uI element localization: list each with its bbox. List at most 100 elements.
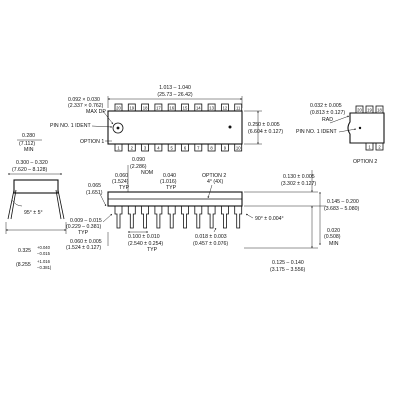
side-d10-in: 0.018 ± 0.003 — [195, 234, 227, 240]
side-d3-in: 0.090 — [132, 157, 145, 163]
pin-number: 18 — [143, 106, 148, 111]
side-lead — [221, 206, 229, 229]
rad-dim-in: 0.032 ± 0.005 — [310, 103, 342, 109]
pin-number: 4 — [157, 146, 160, 151]
pin-number: 19 — [129, 106, 134, 111]
pin1-ident-label: PIN NO. 1 IDENT — [50, 123, 91, 129]
pin-number: 1 — [368, 145, 371, 150]
end-lead-mm-plus: +1.016 — [37, 259, 51, 264]
side-d2-mm: (1.524) — [112, 179, 129, 185]
pin-number: 11 — [236, 106, 241, 111]
rad-label: RAD — [322, 117, 333, 123]
side-d4-typ: TYP — [166, 185, 177, 191]
end-lead-mm: (8.255 — [16, 262, 31, 268]
side-d5-in: 0.130 ± 0.005 — [283, 174, 315, 180]
pin-number: 8 — [210, 146, 213, 151]
pin-tab — [365, 142, 374, 151]
side-d9-typ: TYP — [147, 247, 158, 253]
end-span-mm: (7.620 – 8.128) — [12, 167, 47, 173]
end-lead-in: 0.325 — [18, 248, 31, 254]
pin-tab — [167, 143, 176, 152]
side-lead — [141, 206, 149, 229]
pin-tab — [234, 143, 243, 152]
side-lead — [194, 206, 203, 229]
pin-number: 1 — [117, 146, 120, 151]
pin-number: 13 — [209, 106, 214, 111]
side-d5-mm: (3.302 ± 0.127) — [281, 181, 316, 187]
end-body — [13, 179, 59, 194]
side-lead — [167, 206, 176, 229]
pin-number: 10 — [236, 146, 241, 151]
pin-number: 7 — [197, 146, 200, 151]
length-dim-mm: (25.73 – 26.42) — [157, 92, 192, 98]
end-view: 0.280 (7.112) MIN 0.300 – 0.320 (7.620 –… — [5, 133, 67, 270]
pin-tab — [127, 143, 136, 152]
end-width-min: MIN — [24, 147, 34, 153]
pin-number: 3 — [144, 146, 147, 151]
pin-number: 19 — [367, 108, 372, 113]
ejector-mark — [228, 125, 232, 129]
rad-dim-mm: (0.813 ± 0.127) — [310, 110, 345, 116]
pin-tab — [154, 143, 163, 152]
side-d1-in: 0.065 — [88, 183, 101, 189]
pin-number: 16 — [169, 106, 174, 111]
package-body — [107, 110, 243, 145]
option2-pin1-ident: PIN NO. 1 IDENT — [296, 129, 337, 135]
side-d7-mm: (0.229 – 0.381) — [66, 224, 101, 230]
side-lead — [207, 206, 216, 229]
side-d8-in: 0.060 ± 0.005 — [70, 239, 102, 245]
side-d1-mm: (1.651) — [86, 190, 103, 196]
pin-number: 15 — [183, 106, 188, 111]
pin-number: 12 — [223, 106, 228, 111]
side-d12-mm: (3.175 – 3.556) — [270, 267, 305, 273]
side-lead — [234, 206, 243, 229]
side-d7-typ: TYP — [78, 230, 89, 236]
side-opt2: OPTION 2 — [202, 173, 226, 179]
side-d3-mm: (2.286) — [130, 164, 147, 170]
side-d4-in: 0.040 — [163, 173, 176, 179]
side-lead — [154, 206, 163, 229]
side-d11-in: 0.020 — [327, 228, 340, 234]
pin-number: 2 — [131, 146, 134, 151]
end-width-mm: (7.112) — [19, 141, 35, 147]
side-d2-in: 0.060 — [115, 173, 128, 179]
side-d10-mm: (0.457 ± 0.076) — [193, 241, 228, 247]
pin-number: 5 — [171, 146, 174, 151]
side-d11-min: MIN — [329, 241, 339, 247]
width-dim-in: 0.250 ± 0.005 — [248, 122, 280, 128]
pin-tab — [375, 142, 384, 151]
pin-number: 14 — [196, 106, 201, 111]
end-lead-left — [7, 189, 17, 220]
end-lead-mm-minus: −0.381) — [37, 265, 52, 270]
side-d4-mm: (1.016) — [160, 179, 177, 185]
dp-dim-mm: (2.337 × 0.762) — [68, 103, 104, 109]
pin-tab — [141, 143, 150, 152]
end-span-in: 0.300 – 0.320 — [16, 160, 48, 166]
side-d12-in: 0.125 – 0.140 — [272, 260, 304, 266]
end-width-in: 0.280 — [22, 133, 35, 139]
option2-label: OPTION 2 — [353, 159, 377, 165]
side-lead — [181, 206, 189, 229]
side-lead-row — [114, 206, 243, 229]
side-lead — [127, 206, 136, 229]
pin-number: 2 — [378, 145, 381, 150]
option1-label: OPTION 1 — [80, 139, 104, 145]
side-d2-typ: TYP — [119, 185, 130, 191]
side-angle: 90° ± 0.004° — [255, 216, 284, 222]
pin-number: 6 — [184, 146, 187, 151]
end-lead-in-plus: +0.040 — [37, 245, 51, 250]
dp-dim-in: 0.092 × 0.030 — [68, 97, 100, 103]
side-lead — [114, 206, 123, 229]
pin-tab — [181, 143, 189, 152]
side-d9-mm: (2.540 ± 0.254) — [128, 241, 163, 247]
pin-tab — [114, 143, 123, 152]
pin1-ident-mark — [112, 122, 124, 134]
side-d8-mm: (1.524 ± 0.127) — [66, 245, 101, 251]
